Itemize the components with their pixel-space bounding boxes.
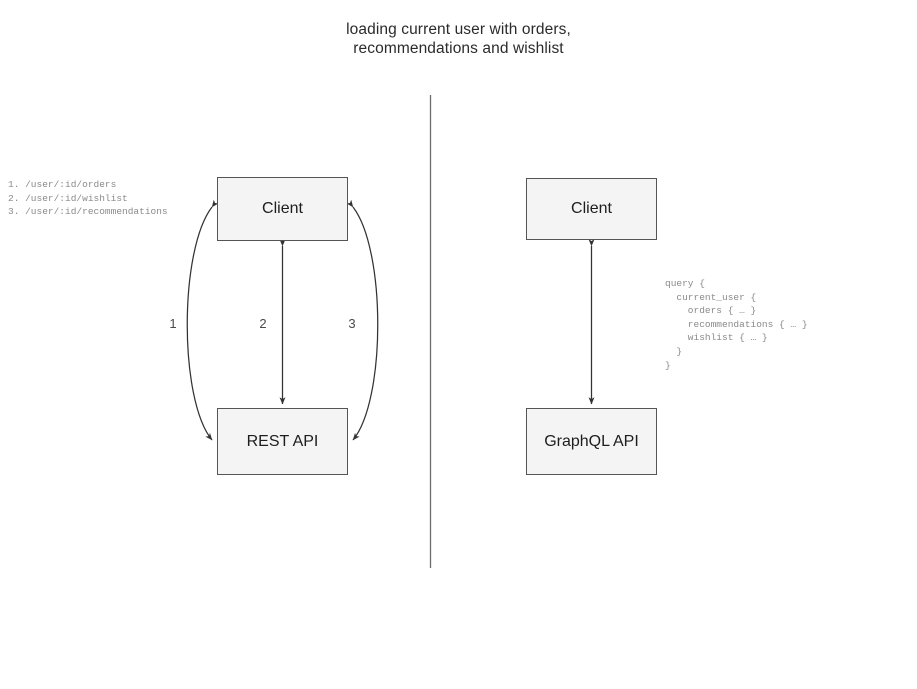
graphql-query-code: query { current_user { orders { … } reco…: [665, 278, 808, 371]
graphql-api-box-label: GraphQL API: [544, 432, 639, 450]
rest-arrow-3: [346, 199, 379, 441]
rest-api-box-label: REST API: [246, 432, 319, 450]
graphql-client-box-label: Client: [571, 200, 612, 217]
rest-api-box: REST API: [217, 408, 348, 475]
page-title-line-1: loading current user with orders,: [346, 21, 571, 38]
rest-client-box-label: Client: [262, 200, 303, 217]
graphql-api-box: GraphQL API: [526, 408, 657, 475]
page-title-line-2: recommendations and wishlist: [353, 40, 564, 57]
rest-client-box: Client: [217, 177, 348, 241]
graphql-client-box: Client: [526, 178, 657, 240]
rest-arrow-1: [186, 199, 219, 441]
rest-arrow-2-label: 2: [259, 316, 267, 331]
page-title: loading current user with orders, recomm…: [0, 20, 917, 58]
rest-arrow-1-label: 1: [169, 316, 177, 331]
rest-endpoints-list: 1. /user/:id/orders 2. /user/:id/wishlis…: [8, 179, 168, 218]
rest-arrow-3-label: 3: [348, 316, 356, 331]
